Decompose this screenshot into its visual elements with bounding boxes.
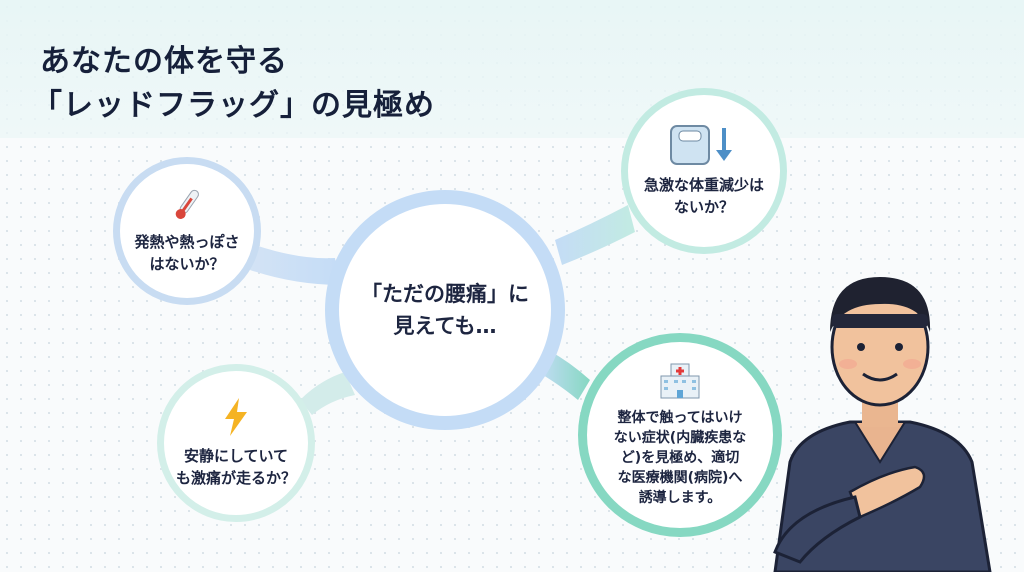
header-band	[0, 0, 1024, 138]
weight-line-2: ないか？	[673, 198, 734, 216]
referral-line-1: 整体で触ってはいけ	[617, 410, 743, 426]
title-line-1: あなたの体を守る	[40, 44, 288, 79]
hospital-icon	[660, 363, 700, 399]
weight-line-1: 急激な体重減少は	[643, 176, 764, 194]
fever-line-1: 発熱や熱っぽさ	[134, 233, 240, 251]
lightning-icon	[225, 398, 247, 436]
referral-line-4: な医療機関(病院)へ	[617, 470, 743, 486]
fever-line-2: はないか？	[149, 255, 225, 273]
thermometer-icon	[175, 189, 199, 220]
center-node: 「ただの腰痛」に 見えても…	[325, 190, 565, 430]
referral-line-5: 誘導します。	[638, 490, 722, 506]
connector-weight	[555, 205, 635, 265]
therapist-illustration	[773, 277, 992, 572]
referral-line-2: ない症状(内臓疾患な	[613, 430, 747, 446]
pain-line-1: 安静にしていて	[183, 447, 289, 465]
pain-line-2: も激痛が走るか？	[175, 469, 296, 487]
node-referral: 整体で触ってはいけ ない症状(内臓疾患な ど)を見極め、適切 な医療機関(病院)…	[578, 333, 782, 537]
scale-down-icon	[670, 125, 732, 165]
center-line-1: 「ただの腰痛」に	[361, 282, 529, 306]
node-fever: 発熱や熱っぽさ はないか？	[113, 157, 261, 305]
center-line-2: 見えても…	[393, 314, 497, 338]
connector-pain	[300, 372, 355, 415]
connector-fever	[250, 245, 340, 285]
page-title: あなたの体を守る 「レッドフラッグ」の見極め	[32, 40, 435, 128]
referral-line-3: ど)を見極め、適切	[620, 450, 740, 466]
title-line-2: 「レッドフラッグ」の見極め	[32, 88, 435, 123]
node-pain: 安静にしていて も激痛が走るか？	[157, 364, 315, 522]
node-weight: 急激な体重減少は ないか？	[621, 88, 787, 254]
